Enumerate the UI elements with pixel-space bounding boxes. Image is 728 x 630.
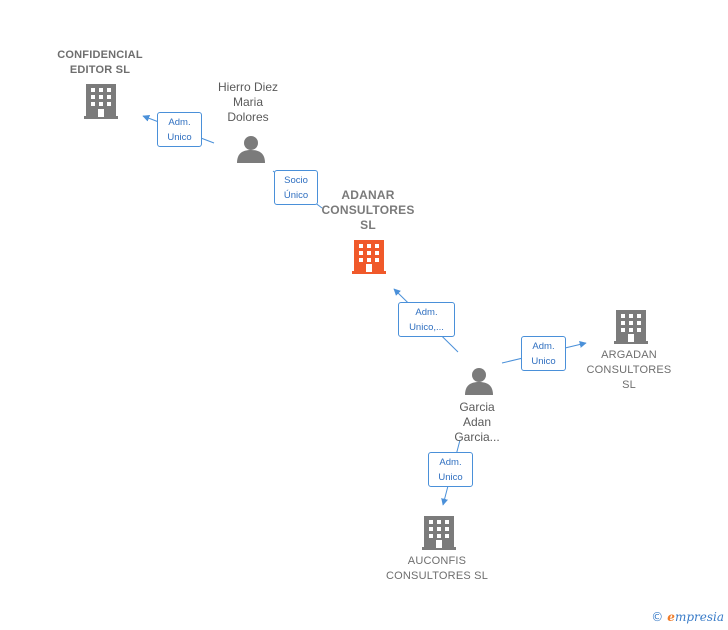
edge-label-line: Unico: [167, 132, 192, 143]
edge-lines: [142, 114, 587, 506]
label-line: Dolores: [227, 110, 269, 124]
building-icon: [84, 84, 118, 119]
building-icon-focus: [352, 240, 386, 274]
brand-name: mpresia: [674, 610, 724, 624]
node-label-adanar-consultores[interactable]: ADANAR CONSULTORES SL: [304, 188, 432, 233]
edge-label-garcia-adanar[interactable]: Adm. Unico,...: [398, 302, 455, 337]
label-line: SL: [622, 379, 636, 391]
label-line: Garcia: [459, 400, 495, 414]
label-line: CONSULTORES SL: [385, 570, 489, 582]
edge-label-line: Adm.: [532, 341, 555, 352]
label-line: EDITOR SL: [69, 64, 131, 76]
edge-label-hierro-confidencial[interactable]: Adm. Unico: [157, 112, 202, 147]
node-label-confidencial-editor[interactable]: CONFIDENCIAL EDITOR SL: [40, 48, 160, 78]
edge-label-line: Adm.: [168, 117, 191, 128]
node-label-garcia-adan[interactable]: Garcia Adan Garcia...: [430, 400, 524, 445]
brand-initial: e: [667, 610, 675, 624]
brand-footer[interactable]: ©empresia: [651, 610, 724, 624]
label-line: CONSULTORES: [321, 203, 415, 217]
edge-label-line: Adm.: [415, 307, 438, 318]
building-icon: [614, 310, 648, 344]
label-line: Maria: [232, 95, 263, 109]
label-line: ADANAR: [341, 188, 395, 202]
label-line: CONFIDENCIAL: [57, 49, 143, 61]
edge-label-line: Adm.: [439, 457, 462, 468]
label-line: CONSULTORES: [586, 364, 672, 376]
node-label-hierro-diez[interactable]: Hierro Diez Maria Dolores: [198, 80, 298, 125]
edge-label-garcia-argadan[interactable]: Adm. Unico: [521, 336, 566, 371]
person-icon: [465, 368, 493, 395]
label-line: Hierro Diez: [217, 80, 278, 94]
label-line: SL: [360, 218, 376, 232]
edge-label-hierro-adanar[interactable]: Socio Único: [274, 170, 318, 205]
label-line: ARGADAN: [601, 349, 657, 361]
person-icon: [237, 136, 265, 163]
node-label-argadan-consultores[interactable]: ARGADAN CONSULTORES SL: [574, 348, 684, 393]
label-line: Garcia...: [454, 430, 500, 444]
edge-label-line: Unico: [438, 472, 463, 483]
label-line: AUCONFIS: [407, 555, 467, 567]
label-line: Adan: [462, 415, 492, 429]
edge-label-line: Único: [283, 190, 309, 201]
copyright-symbol: ©: [651, 610, 664, 624]
edge-label-line: Socio: [284, 175, 308, 186]
edge-label-line: Unico: [531, 356, 556, 367]
node-label-auconfis-consultores[interactable]: AUCONFIS CONSULTORES SL: [376, 554, 498, 584]
edge-label-line: Unico,...: [409, 322, 444, 333]
edge-label-garcia-auconfis[interactable]: Adm. Unico: [428, 452, 473, 487]
building-icon: [422, 516, 456, 550]
